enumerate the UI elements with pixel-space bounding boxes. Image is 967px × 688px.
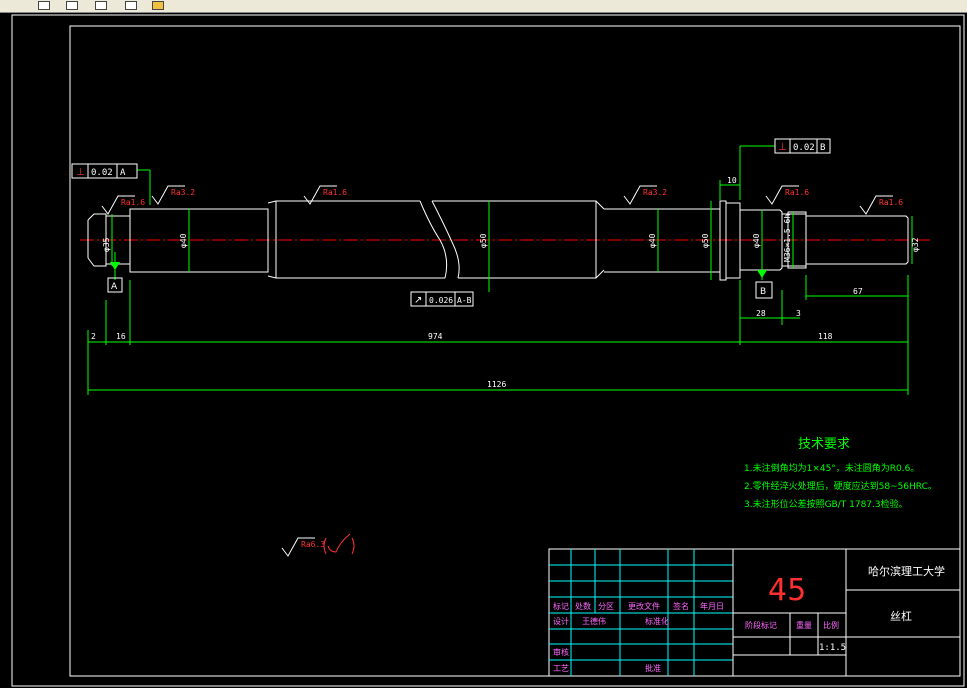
- roughness-labels: Ra1.6 Ra3.2 Ra1.6 Ra3.2 Ra1.6 Ra1.6 Ra6.…: [121, 188, 903, 549]
- svg-text:3: 3: [796, 309, 801, 318]
- svg-text:A: A: [120, 168, 126, 178]
- svg-text:↗: ↗: [414, 295, 422, 306]
- svg-text:974: 974: [428, 332, 443, 341]
- title-block: 45 哈尔滨理工大学 丝杠 1:1.5 标记 处数 分区 更改文件 签名 年月日…: [548, 548, 961, 677]
- svg-text:工艺: 工艺: [553, 664, 569, 673]
- svg-text:Ra1.6: Ra1.6: [121, 198, 145, 207]
- svg-text:φ32: φ32: [911, 237, 920, 252]
- part-name: 丝杠: [890, 610, 912, 623]
- svg-text:阶段标记: 阶段标记: [745, 620, 777, 630]
- svg-text:28: 28: [756, 309, 766, 318]
- tech-requirements: 技术要求 1.未注倒角均为1×45°，未注圆角为R0.6。 2.零件经淬火处理后…: [744, 437, 937, 510]
- svg-text:0.02: 0.02: [793, 143, 815, 153]
- svg-text:118: 118: [818, 332, 833, 341]
- svg-text:16: 16: [116, 332, 126, 341]
- svg-text:Ra3.2: Ra3.2: [643, 188, 667, 197]
- svg-text:10: 10: [727, 176, 737, 185]
- scale-value: 1:1.5: [819, 643, 846, 653]
- svg-text:A-B: A-B: [457, 296, 472, 305]
- school-name: 哈尔滨理工大学: [868, 564, 945, 578]
- svg-text:分区: 分区: [598, 602, 614, 611]
- svg-text:B: B: [760, 287, 766, 297]
- svg-text:M36×1.5-6h: M36×1.5-6h: [783, 214, 792, 262]
- svg-text:更改文件: 更改文件: [628, 601, 660, 611]
- check-mark-icon: [327, 533, 351, 553]
- svg-text:φ35: φ35: [102, 237, 111, 252]
- svg-text:B: B: [820, 143, 825, 153]
- tech-title: 技术要求: [798, 437, 850, 452]
- tolerance-frame-a: ⊥ 0.02 A: [71, 163, 138, 179]
- svg-text:0.02: 0.02: [91, 168, 113, 178]
- tolerance-frame-b: ⊥ 0.02 B: [774, 138, 831, 154]
- svg-text:φ40: φ40: [752, 233, 761, 248]
- toolbar: [0, 0, 967, 13]
- datum-a: A: [107, 262, 123, 293]
- svg-text:2.零件经淬火处理后，硬度应达到58~56HRC。: 2.零件经淬火处理后，硬度应达到58~56HRC。: [744, 480, 937, 492]
- cad-drawing: ⊥ 0.02 A ⊥ 0.02 B ↗ 0.026 A-B A B: [11, 14, 965, 687]
- svg-text:1126: 1126: [487, 380, 506, 389]
- svg-text:1.未注倒角均为1×45°，未注圆角为R0.6。: 1.未注倒角均为1×45°，未注圆角为R0.6。: [744, 462, 919, 474]
- svg-text:标记: 标记: [553, 601, 569, 611]
- svg-text:3.未注形位公差按照GB/T 1787.3检验。: 3.未注形位公差按照GB/T 1787.3检验。: [744, 498, 908, 510]
- svg-text:比例: 比例: [823, 620, 839, 630]
- roughness-symbols: [101, 185, 893, 557]
- svg-text:王德伟: 王德伟: [582, 616, 606, 626]
- svg-text:Ra3.2: Ra3.2: [171, 188, 195, 197]
- parenthesis-icon: [323, 537, 355, 555]
- svg-text:Ra1.6: Ra1.6: [879, 198, 903, 207]
- svg-text:处数: 处数: [575, 601, 591, 611]
- toolbar-button[interactable]: [125, 1, 137, 10]
- svg-text:φ50: φ50: [479, 233, 488, 248]
- svg-text:年月日: 年月日: [700, 601, 724, 611]
- svg-text:0.026: 0.026: [429, 296, 453, 305]
- svg-text:批准: 批准: [645, 663, 661, 673]
- svg-text:Ra6.3: Ra6.3: [301, 540, 325, 549]
- paint-icon[interactable]: [152, 1, 164, 10]
- svg-text:A: A: [111, 282, 118, 292]
- svg-text:φ40: φ40: [648, 233, 657, 248]
- inner-frame: [69, 25, 961, 677]
- svg-text:2: 2: [91, 332, 96, 341]
- tolerance-frame-runout: ↗ 0.026 A-B: [410, 291, 474, 307]
- toolbar-button[interactable]: [95, 1, 107, 10]
- svg-text:67: 67: [853, 287, 863, 296]
- svg-text:重量: 重量: [796, 620, 812, 630]
- datum-b: B: [755, 270, 773, 299]
- svg-text:审核: 审核: [553, 647, 569, 657]
- svg-text:φ40: φ40: [179, 233, 188, 248]
- dimension-lines: [87, 145, 913, 395]
- material-label: 45: [768, 573, 806, 608]
- svg-text:⊥: ⊥: [76, 167, 85, 178]
- dimension-values: 16 974 118 28 3 67 10 1126 2: [91, 176, 863, 389]
- svg-text:Ra1.6: Ra1.6: [323, 188, 347, 197]
- svg-text:签名: 签名: [673, 601, 689, 611]
- shaft-outline: [87, 200, 909, 281]
- svg-text:⊥: ⊥: [778, 142, 787, 153]
- toolbar-button[interactable]: [66, 1, 78, 10]
- diameter-labels: φ40 φ50 φ40 φ50 φ40 M36×1.5-6h φ32 φ35: [102, 214, 920, 262]
- outer-frame: [11, 14, 965, 687]
- svg-text:标准化: 标准化: [645, 616, 669, 626]
- svg-text:Ra1.6: Ra1.6: [785, 188, 809, 197]
- svg-text:φ50: φ50: [701, 233, 710, 248]
- svg-text:设计: 设计: [553, 616, 569, 626]
- toolbar-button[interactable]: [38, 1, 50, 10]
